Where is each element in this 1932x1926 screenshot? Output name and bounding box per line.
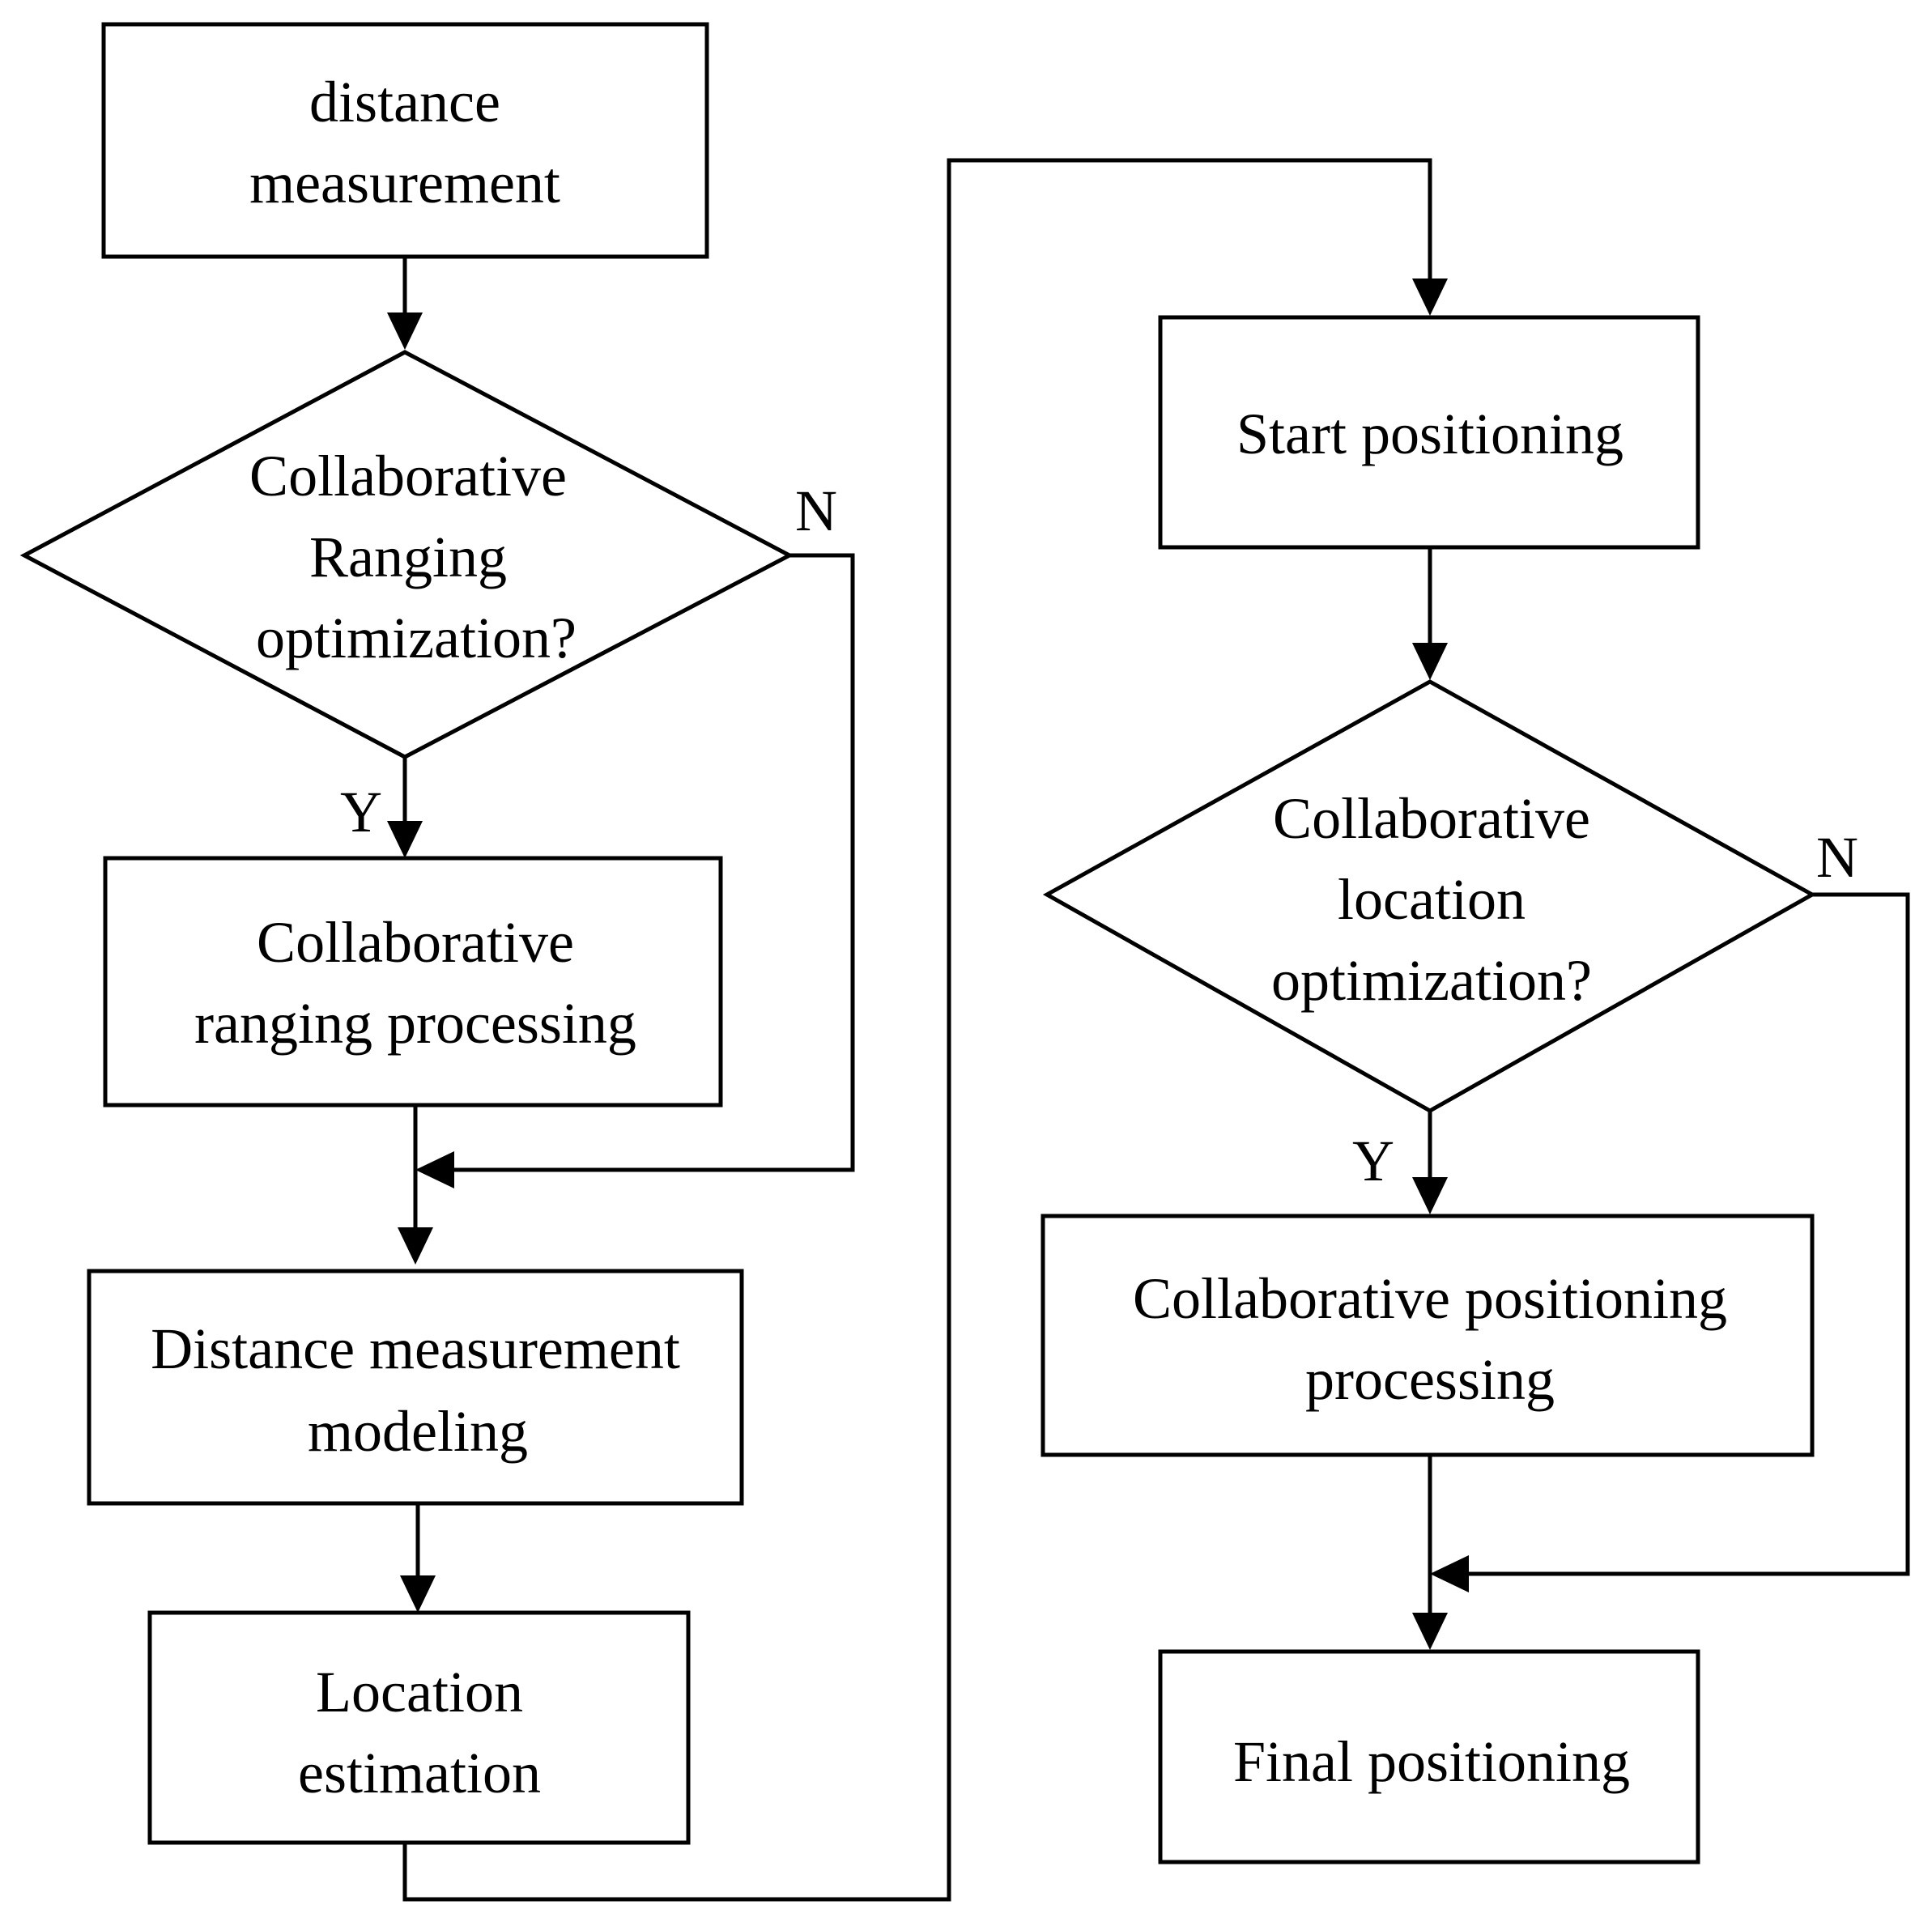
- arrowhead-down-icon: [398, 1227, 433, 1265]
- node-label-line: location: [1338, 867, 1526, 932]
- decision-location-optimization: Collaborative location optimization?: [1042, 679, 1817, 1113]
- node-label-line: estimation: [298, 1741, 541, 1805]
- node-label-line: Distance measurement: [151, 1316, 680, 1381]
- arrowhead-down-icon: [1412, 643, 1448, 680]
- node-label-line: Collaborative positioning: [1133, 1266, 1727, 1331]
- connector-location-no: [1464, 892, 1910, 1576]
- branch-labels: N Y N Y: [340, 478, 1858, 1193]
- connectors: [387, 158, 1910, 1902]
- arrowhead-down-icon: [400, 1575, 436, 1613]
- arrowhead-down-icon: [1412, 1177, 1448, 1214]
- arrowhead-down-icon: [387, 821, 423, 858]
- arrowhead-left-icon: [415, 1151, 454, 1188]
- node-label-line: measurement: [249, 151, 560, 215]
- connector-estimation-to-start: [402, 158, 1432, 1902]
- node-start-positioning: Start positioning: [1158, 315, 1700, 550]
- node-label-line: Final positioning: [1233, 1729, 1630, 1794]
- arrowhead-down-icon: [1412, 278, 1448, 316]
- node-collaborative-ranging-processing: Collaborative ranging processing: [103, 856, 723, 1108]
- decision-ranging-optimization: Collaborative Ranging optimization?: [19, 350, 794, 759]
- node-label-line: Collaborative: [1273, 786, 1590, 851]
- branch-label-yes: Y: [340, 780, 382, 844]
- node-label-line: optimization?: [256, 606, 577, 670]
- node-final-positioning: Final positioning: [1158, 1649, 1700, 1864]
- node-label-line: Location: [316, 1660, 523, 1724]
- branch-label-no: N: [1816, 825, 1858, 890]
- arrowhead-left-icon: [1430, 1555, 1469, 1592]
- connector-ranging-no: [449, 553, 855, 1172]
- node-label-line: ranging processing: [194, 991, 636, 1056]
- node-label-line: modeling: [308, 1399, 528, 1464]
- node-distance-measurement: distance measurement: [101, 22, 709, 259]
- arrowhead-down-icon: [1412, 1613, 1448, 1650]
- node-collaborative-positioning-processing: Collaborative positioning processing: [1040, 1214, 1815, 1457]
- node-label-line: distance: [309, 70, 500, 134]
- branch-label-no: N: [795, 478, 837, 543]
- node-label-line: optimization?: [1271, 948, 1592, 1013]
- node-label-line: Collaborative: [257, 910, 574, 975]
- node-location-estimation: Location estimation: [147, 1610, 691, 1845]
- node-label-line: processing: [1305, 1347, 1555, 1412]
- node-label-line: Ranging: [309, 525, 507, 589]
- node-label-line: Collaborative: [249, 444, 567, 508]
- node-distance-measurement-modeling: Distance measurement modeling: [87, 1269, 744, 1506]
- arrowhead-down-icon: [387, 312, 423, 350]
- branch-label-yes: Y: [1352, 1129, 1394, 1193]
- node-label-line: Start positioning: [1236, 402, 1623, 466]
